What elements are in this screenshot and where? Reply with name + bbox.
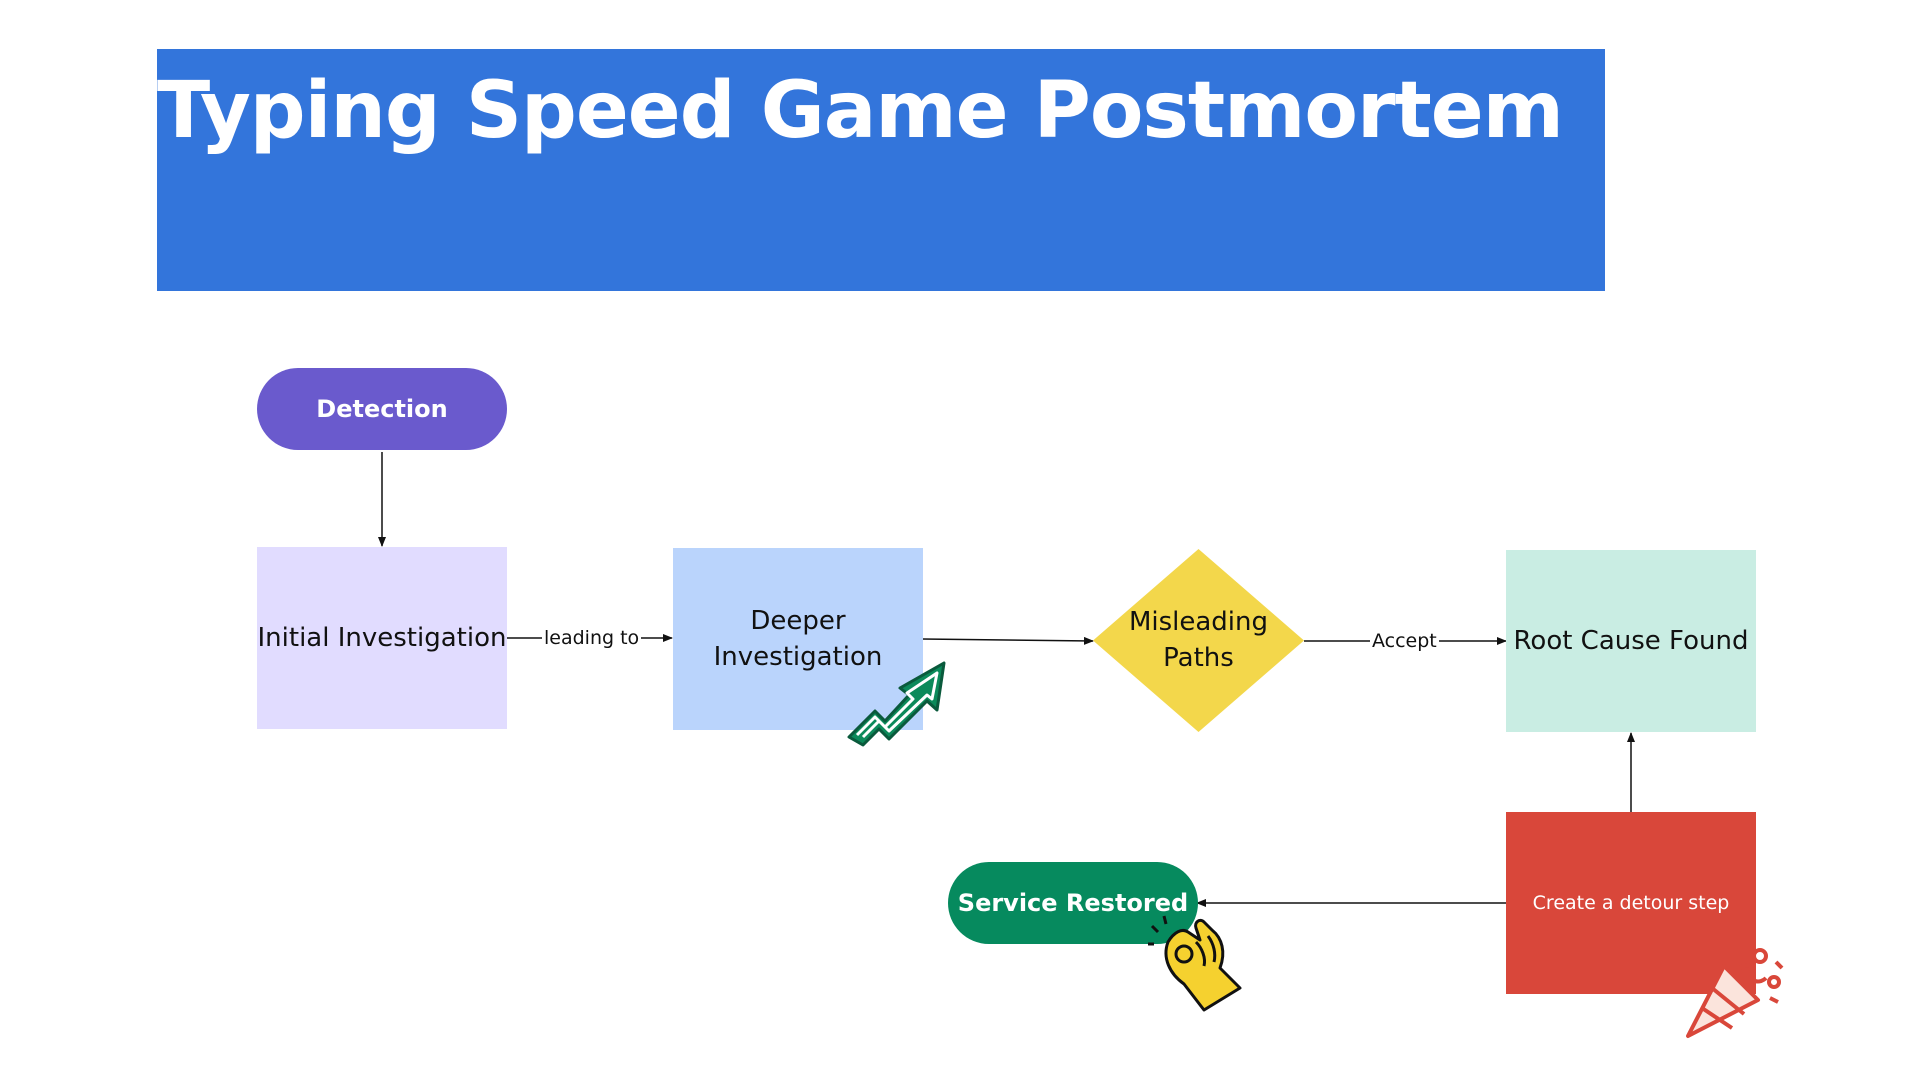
- trending-up-arrow-icon: [847, 661, 946, 747]
- detour-step-label: Create a detour step: [1532, 892, 1730, 914]
- detection-label: Detection: [316, 395, 448, 423]
- deeper-investigation-label: Deeper Investigation: [713, 606, 883, 672]
- root-cause-label: Root Cause Found: [1513, 626, 1749, 656]
- title-banner: [157, 49, 1605, 291]
- edge-label-leading-to: leading to: [542, 627, 642, 649]
- party-popper-icon: [1686, 948, 1784, 1038]
- edge-deeper-to-misleading: [921, 636, 1094, 645]
- detection-node[interactable]: Detection: [257, 368, 507, 450]
- detour-step-node[interactable]: Create a detour step: [1506, 812, 1756, 994]
- page-title: Typing Speed Game Postmortem: [157, 66, 1564, 156]
- misleading-paths-node: Misleading Paths: [1113, 585, 1284, 695]
- ok-hand-icon: [1148, 915, 1242, 1012]
- deeper-investigation-node[interactable]: Deeper Investigation: [673, 548, 923, 730]
- misleading-paths-diamond[interactable]: [1093, 549, 1304, 732]
- service-restored-label: Service Restored: [957, 889, 1189, 917]
- root-cause-node[interactable]: Root Cause Found: [1506, 550, 1756, 732]
- initial-investigation-node[interactable]: Initial Investigation: [257, 547, 507, 729]
- initial-investigation-label: Initial Investigation: [257, 623, 507, 653]
- edge-label-accept: Accept: [1370, 630, 1439, 652]
- misleading-paths-label: Misleading Paths: [1128, 607, 1269, 673]
